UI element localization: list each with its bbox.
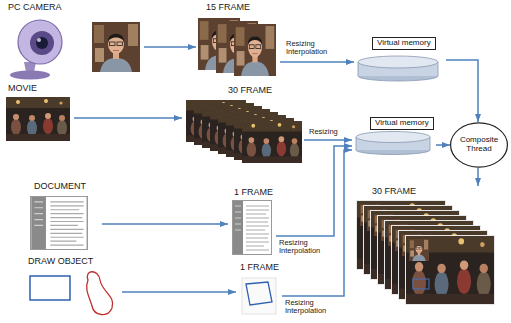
source-heading: DOCUMENT — [34, 182, 86, 192]
frame-photo — [234, 24, 276, 76]
output-frame — [405, 235, 495, 305]
flow-arrow — [446, 60, 478, 122]
drawn-shape — [246, 282, 272, 305]
source-heading: MOVIE — [8, 84, 37, 94]
draw-frame — [242, 278, 276, 314]
flow-arrow — [477, 168, 479, 186]
flow-arrow — [102, 223, 228, 225]
drawn-rect — [30, 276, 70, 300]
document-page — [31, 196, 88, 249]
source-heading: 30 FRAME — [372, 187, 416, 197]
memory-label: Virtual memory — [370, 117, 434, 130]
thread-label: Composite Thread — [456, 136, 502, 154]
webcam-ring — [30, 31, 54, 55]
source-heading: 1 FRAME — [234, 188, 273, 198]
camera-photo — [92, 22, 140, 72]
flow-arrow — [144, 46, 196, 48]
source-heading: 30 FRAME — [228, 86, 272, 96]
frame-stack: 30 FRAME — [182, 84, 304, 168]
document-source: DOCUMENT — [22, 180, 102, 254]
movie-photo — [6, 97, 70, 141]
drawn-curve — [87, 272, 113, 315]
memory-disk — [356, 132, 430, 155]
camera-source: PC CAMERA — [4, 2, 144, 80]
document-frame — [233, 201, 272, 255]
memory-store: Virtual memory — [352, 116, 436, 154]
flow-arrow — [74, 117, 182, 119]
edge-label: Resizing Interpolation — [285, 299, 335, 316]
draw-source: DRAW OBJECT — [22, 255, 122, 321]
flow-arrow — [280, 61, 354, 63]
thread-ellipse: Composite Thread — [450, 122, 508, 168]
source-heading: DRAW OBJECT — [28, 257, 93, 267]
source-heading: PC CAMERA — [8, 3, 62, 13]
disk-top — [356, 132, 430, 143]
edge-label: Resizing Interpolation — [286, 40, 336, 57]
frame-stack: 1 FRAME — [236, 262, 282, 320]
source-heading: 15 FRAME — [206, 3, 250, 13]
webcam-lens — [36, 37, 48, 49]
webcam-body — [18, 20, 62, 64]
flow-arrow — [304, 139, 352, 141]
source-heading: 1 FRAME — [240, 263, 279, 273]
flow-arrow — [122, 291, 236, 293]
memory-label: Virtual memory — [372, 37, 436, 50]
ellipse-shape — [451, 123, 508, 167]
frame-stack: 1 FRAME — [228, 186, 276, 258]
flow-arrow — [282, 150, 352, 296]
edge-label: Resizing Interpolation — [279, 239, 327, 256]
memory-store: Virtual memory — [354, 36, 446, 82]
flow-arrow — [436, 144, 450, 146]
flow-arrow — [276, 146, 352, 236]
memory-disk — [358, 56, 438, 81]
disk-top — [358, 56, 438, 68]
movie-source: MOVIE — [4, 82, 74, 144]
frame-stack: 15 FRAME — [196, 2, 280, 78]
output-stack: 30 FRAME — [352, 186, 504, 318]
movie-frame — [242, 121, 302, 163]
webcam-icon — [10, 20, 62, 80]
edge-label: Resizing — [309, 128, 338, 136]
lens-glint — [37, 38, 41, 42]
webcam-base — [10, 71, 50, 80]
